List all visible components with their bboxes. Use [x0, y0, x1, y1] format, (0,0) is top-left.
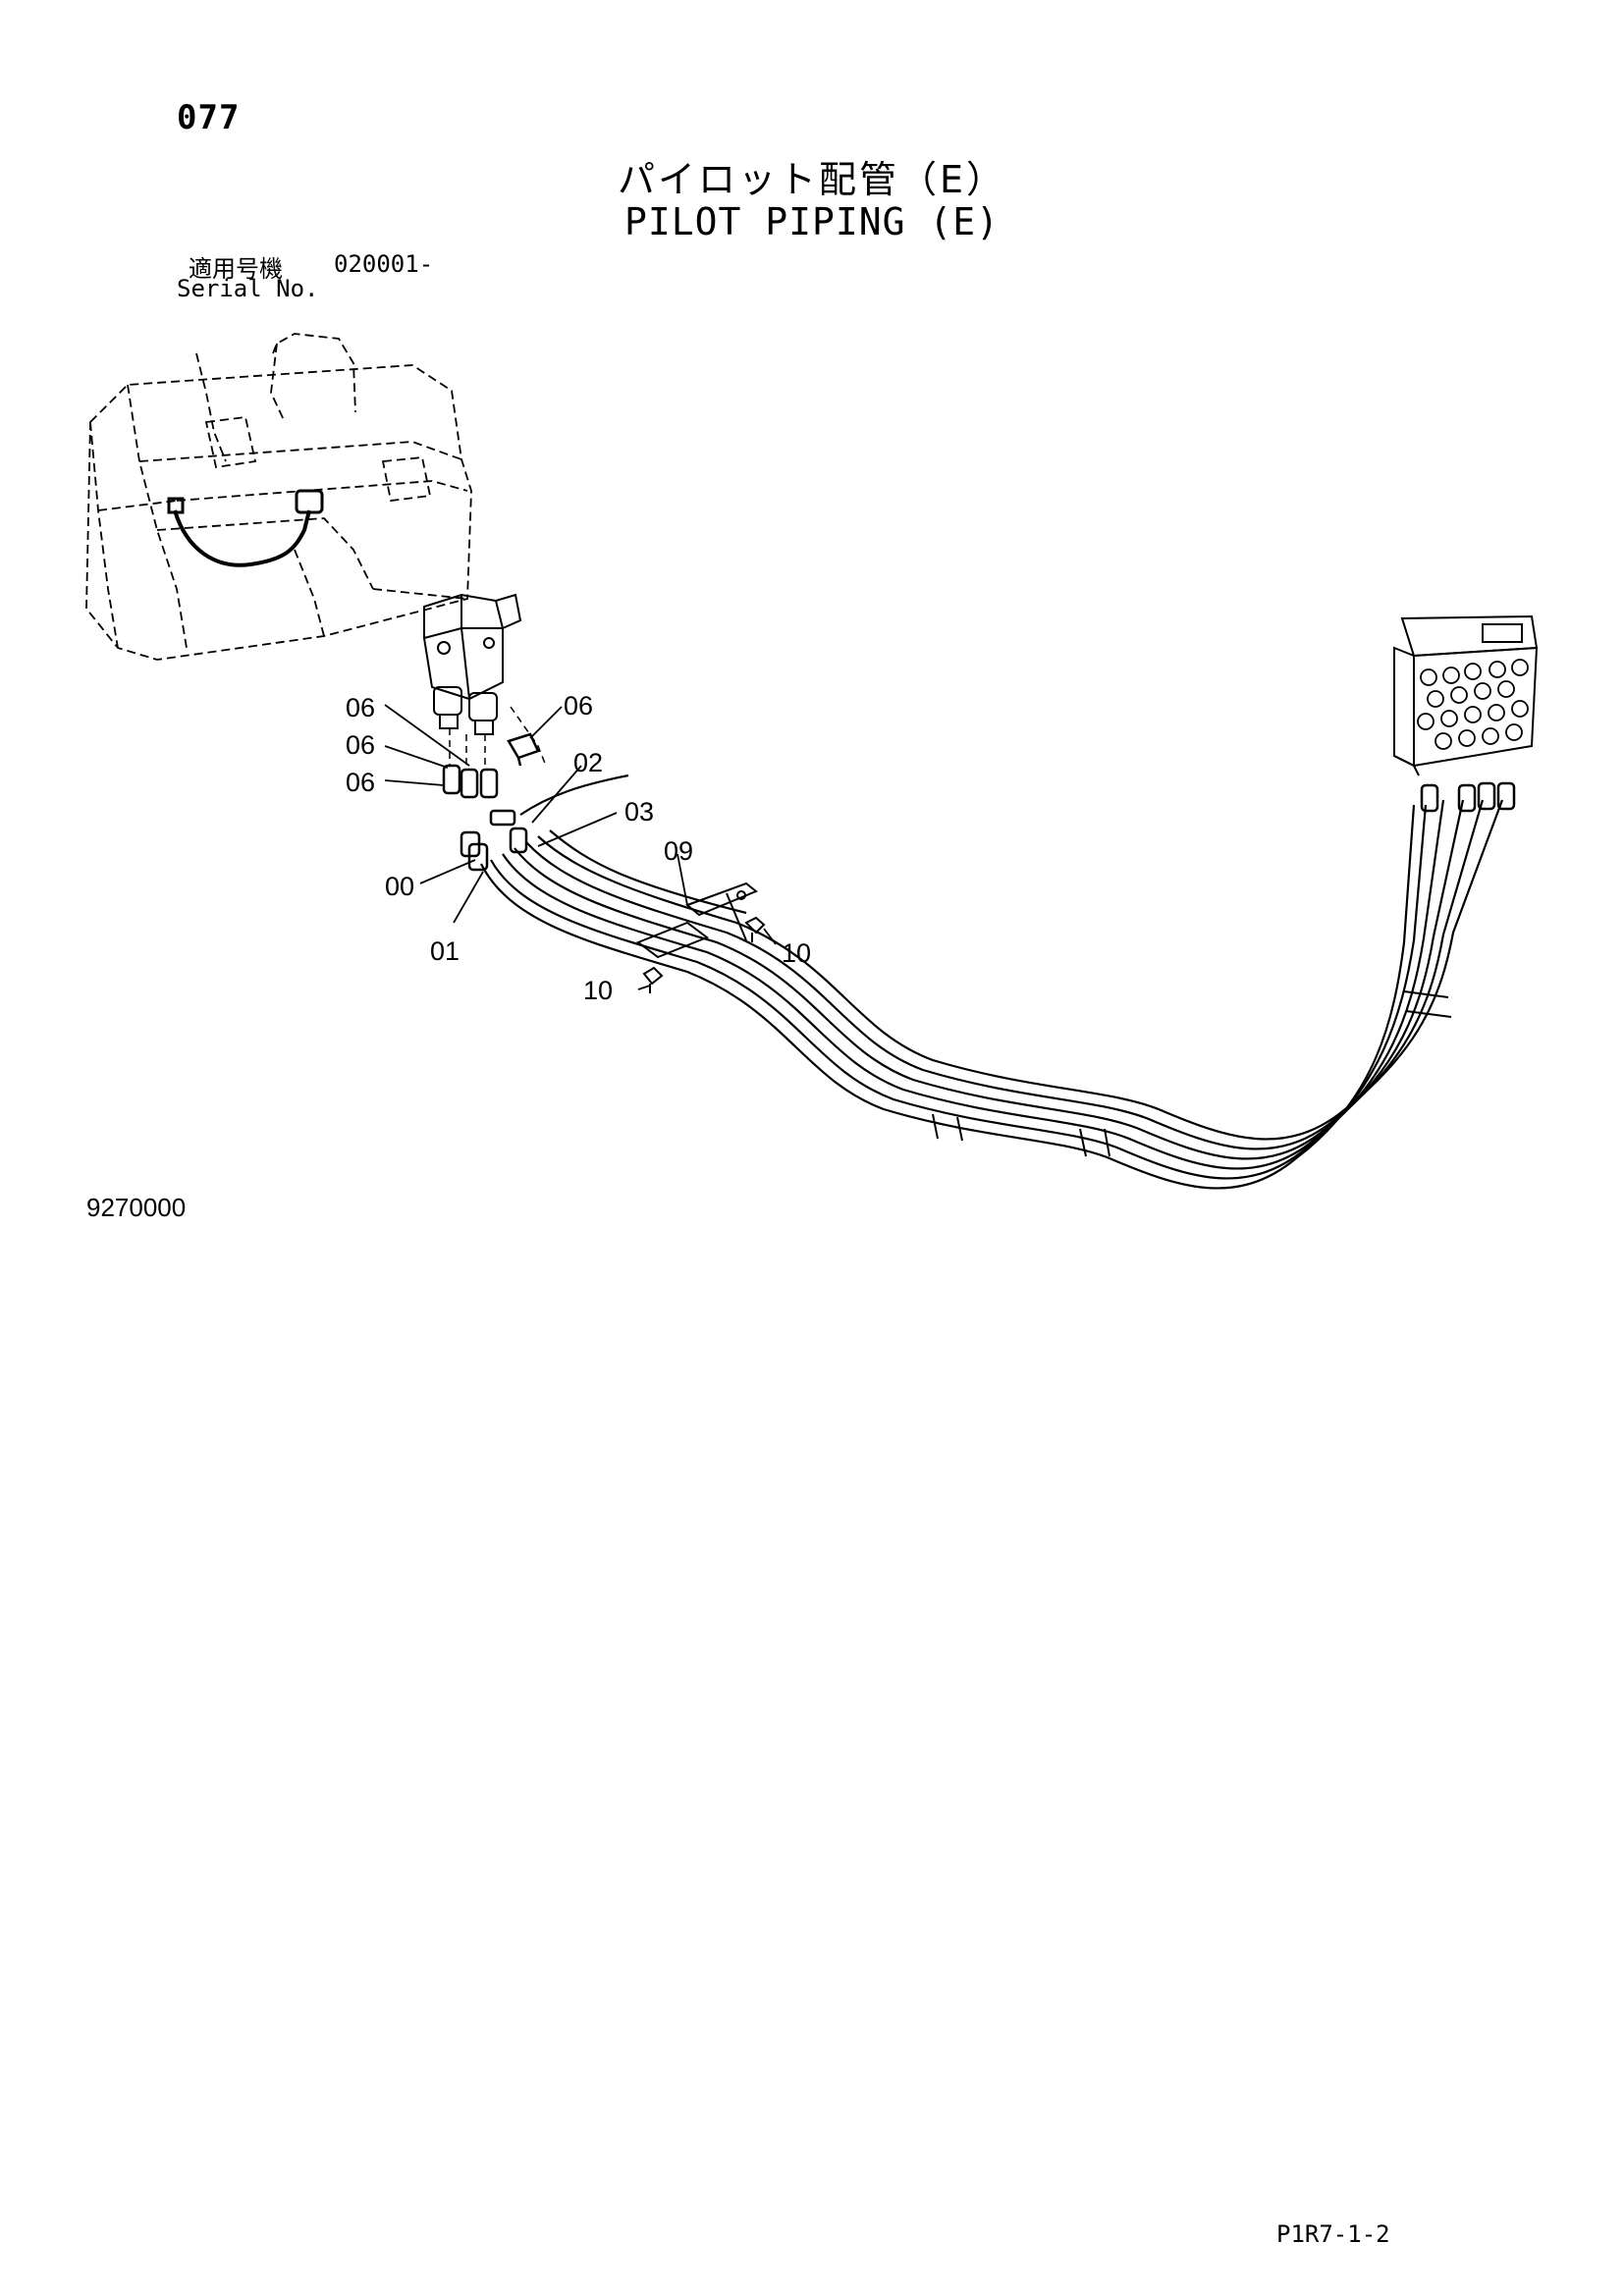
- callout-00: 00: [385, 872, 414, 901]
- callout-03: 03: [624, 797, 654, 827]
- hose-clamp-bracket: [635, 881, 758, 959]
- sheet-reference: P1R7-1-2: [1276, 2220, 1390, 2248]
- leader-lines: [384, 704, 777, 990]
- page-title-english: PILOT PIPING (E): [623, 200, 1001, 243]
- callout-09: 09: [664, 836, 693, 866]
- serial-number-value: 020001-: [334, 250, 434, 278]
- callout-10-a: 10: [782, 938, 811, 968]
- pilot-valve: [423, 593, 522, 735]
- callout-06-a: 06: [346, 693, 375, 722]
- callout-10-b: 10: [583, 976, 613, 1005]
- fittings: [442, 732, 540, 872]
- control-valve: [1393, 614, 1539, 813]
- serial-label-japanese: 適用号機: [189, 255, 283, 283]
- callout-06-c: 06: [346, 768, 375, 797]
- callout-06-d: 06: [564, 691, 593, 721]
- page-title-japanese: パイロット配管（E）: [617, 158, 1006, 201]
- cab-seat-outline: [85, 333, 472, 661]
- page-number: 077: [177, 98, 241, 137]
- electrical-harness: [173, 509, 311, 567]
- harness-connector: [295, 489, 324, 514]
- callout-06-b: 06: [346, 730, 375, 760]
- drawing-code: 9270000: [86, 1193, 187, 1222]
- bolts: [642, 916, 766, 993]
- callout-02: 02: [573, 748, 603, 777]
- pilot-hoses: [480, 774, 1504, 1190]
- serial-label-english: Serial No.: [177, 275, 319, 302]
- callout-01: 01: [430, 936, 460, 966]
